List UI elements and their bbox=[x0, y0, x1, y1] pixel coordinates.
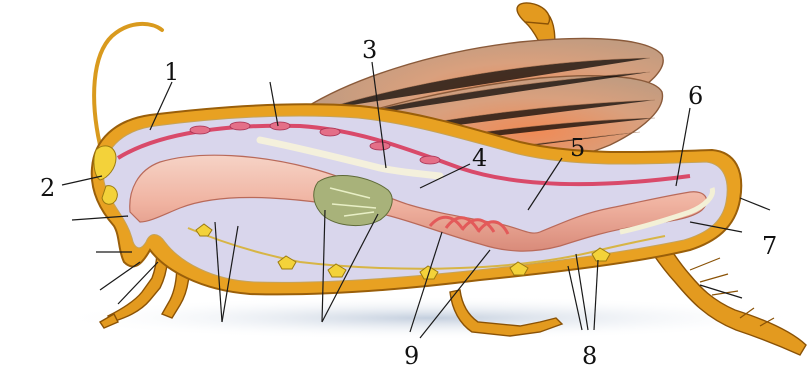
label-3: 3 bbox=[362, 36, 377, 64]
label-7: 7 bbox=[762, 232, 777, 260]
label-1: 1 bbox=[164, 58, 179, 86]
label-8: 8 bbox=[582, 342, 597, 370]
label-2: 2 bbox=[40, 174, 55, 202]
label-6: 6 bbox=[688, 82, 703, 110]
label-9: 9 bbox=[404, 342, 419, 370]
label-4: 4 bbox=[472, 144, 487, 172]
label-5: 5 bbox=[570, 134, 585, 162]
